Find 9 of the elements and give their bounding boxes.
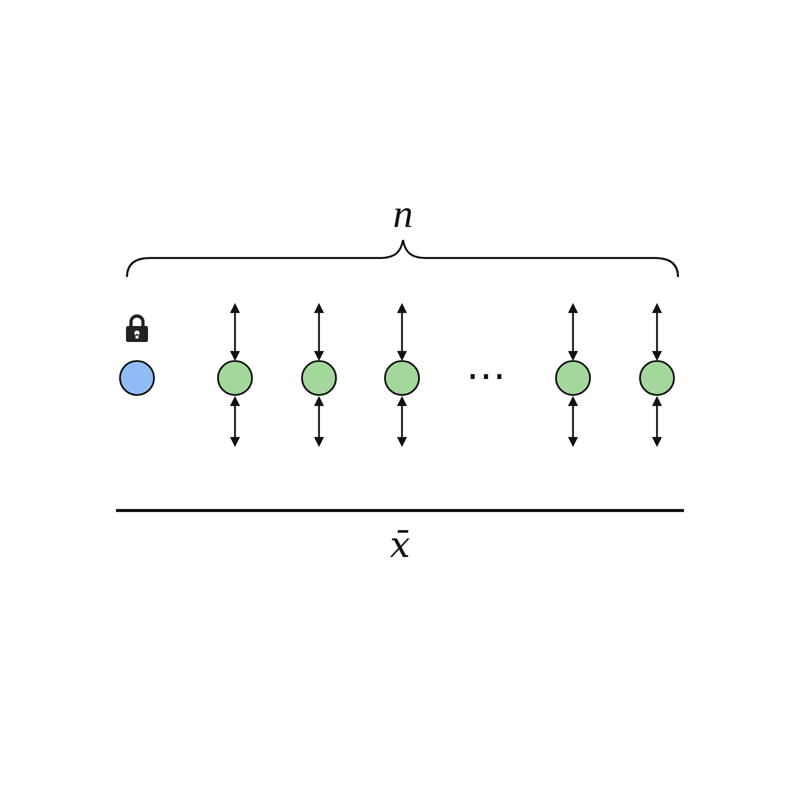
circle-node <box>384 360 420 396</box>
circle-node <box>217 360 253 396</box>
circle-node <box>301 360 337 396</box>
variable-label: n <box>393 194 413 234</box>
ellipsis-label: ⋯ <box>466 356 506 396</box>
circle-node <box>639 360 675 396</box>
circle-node <box>119 360 155 396</box>
variable-label: x̄ <box>390 528 410 564</box>
circle-node <box>555 360 591 396</box>
